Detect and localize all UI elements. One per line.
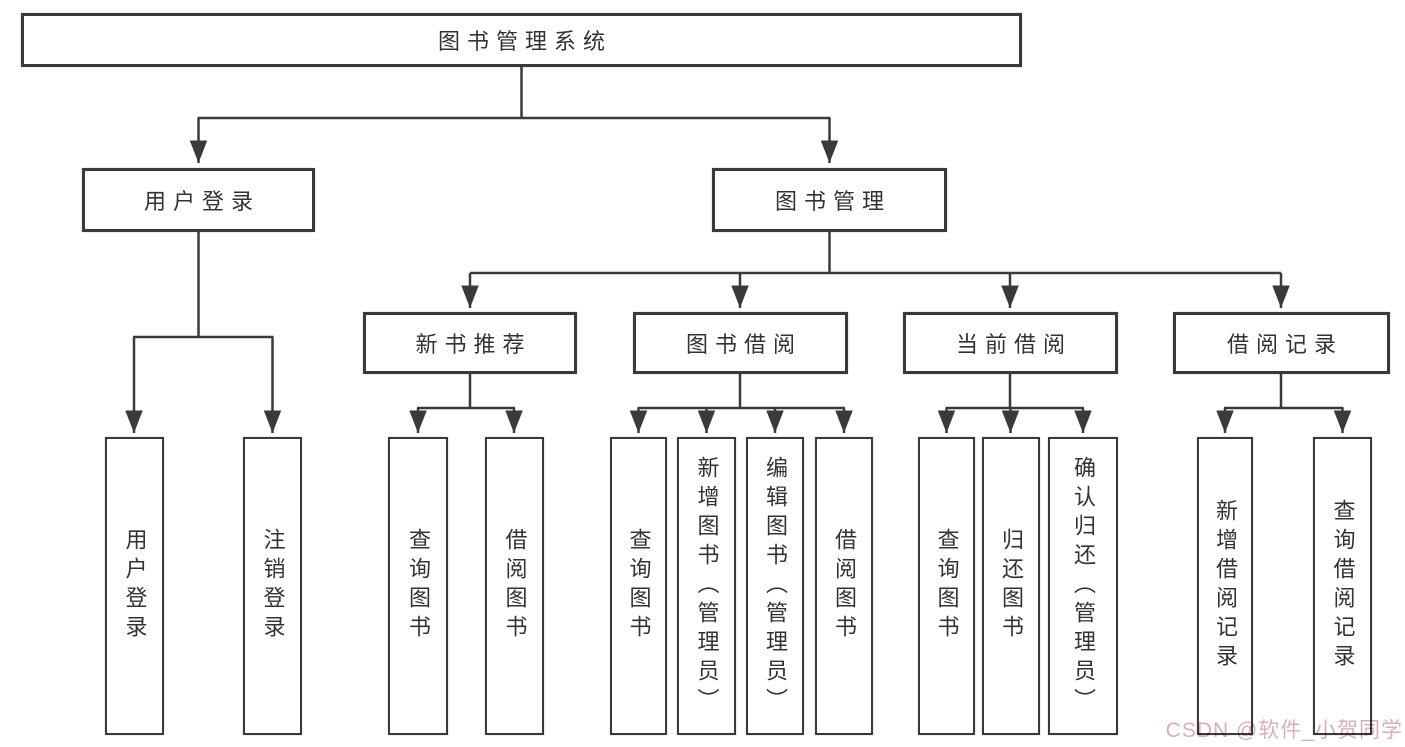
node-book-borrow: 图书借阅 xyxy=(633,312,848,374)
node-leaf-add-borrow-record: 新增借阅记录 xyxy=(1197,437,1253,735)
node-leaf-borrow-book-recommend: 借阅图书 xyxy=(485,437,544,735)
node-leaf-query-book-current: 查询图书 xyxy=(918,437,975,735)
node-leaf-query-book-borrow: 查询图书 xyxy=(610,437,667,735)
node-current-borrow: 当前借阅 xyxy=(903,312,1118,374)
node-leaf-logout: 注销登录 xyxy=(243,437,302,735)
node-user-login: 用户登录 xyxy=(82,168,315,232)
node-book-management: 图书管理 xyxy=(712,168,947,232)
node-leaf-edit-book-admin: 编辑图书（管理员） xyxy=(746,437,804,735)
node-new-book-recommend: 新书推荐 xyxy=(363,312,577,374)
node-borrow-records: 借阅记录 xyxy=(1173,312,1390,374)
node-leaf-query-borrow-record: 查询借阅记录 xyxy=(1313,437,1372,735)
node-leaf-return-book: 归还图书 xyxy=(982,437,1040,735)
node-root: 图书管理系统 xyxy=(21,13,1022,67)
node-leaf-user-login: 用户登录 xyxy=(105,437,164,735)
node-leaf-add-book-admin: 新增图书（管理员） xyxy=(677,437,736,735)
node-leaf-borrow-book: 借阅图书 xyxy=(815,437,873,735)
node-leaf-query-book-recommend: 查询图书 xyxy=(388,437,448,735)
node-leaf-confirm-return-admin: 确认归还（管理员） xyxy=(1048,437,1118,735)
csdn-watermark: CSDN @软件_小贺同学 xyxy=(1165,719,1403,742)
